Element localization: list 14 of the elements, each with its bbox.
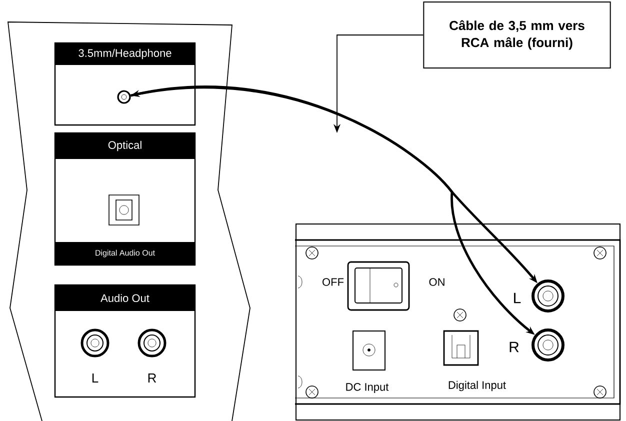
jack-letter: R — [510, 342, 519, 352]
connector-panel: 3.5mm/Headphone — [54, 42, 196, 126]
jack-letter: L — [514, 292, 521, 304]
panel-label: Digital Input — [448, 380, 506, 392]
device-back-panel — [294, 224, 621, 420]
rca-jack — [532, 328, 564, 362]
panel-label: ON — [429, 278, 444, 286]
connector-panel: Optical Digital Audio Out — [54, 132, 196, 266]
connector-panel: Audio Out L R — [54, 284, 196, 398]
headphone-jack — [117, 90, 131, 104]
panel-label: OFF — [322, 278, 344, 286]
callout-box: Câble de 3,5 mm vers RCA mâle (fourni) — [423, 2, 611, 68]
rca-jack — [532, 280, 564, 312]
panel-label: DC Input — [346, 383, 389, 393]
